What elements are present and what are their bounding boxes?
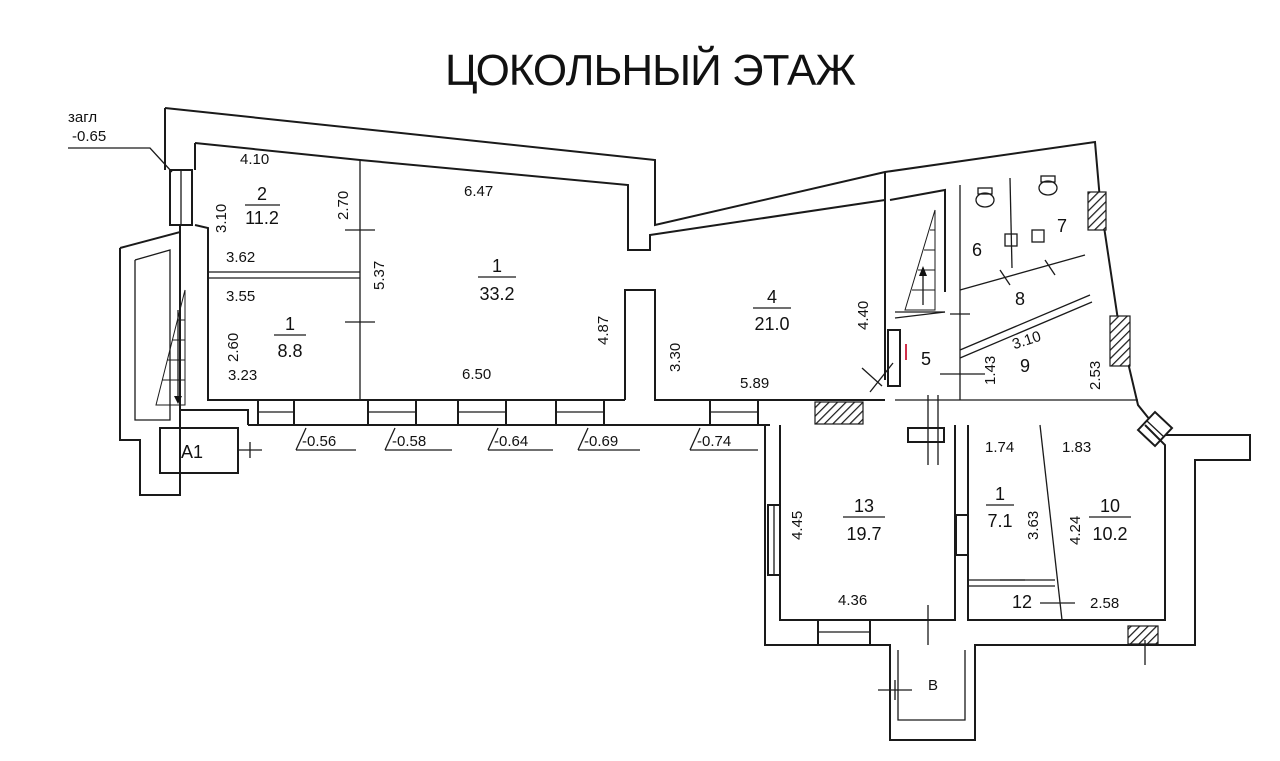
dim: 3.10 <box>1010 328 1043 353</box>
dim: 5.89 <box>740 375 769 392</box>
room-area: 7.1 <box>987 511 1012 531</box>
entrance-note: загл -0.65 <box>68 109 106 145</box>
room-number: 1 <box>995 484 1005 504</box>
room-13: 13 19.7 <box>843 496 885 544</box>
dim: 4.45 <box>789 511 806 540</box>
dim: 3.55 <box>226 288 255 305</box>
room-number: 10 <box>1100 496 1120 516</box>
room-6: 6 <box>972 240 982 260</box>
dim: 6.50 <box>462 366 491 383</box>
room-number: 2 <box>257 184 267 204</box>
room-2: 2 11.2 <box>245 184 280 228</box>
room-area: 10.2 <box>1092 524 1127 544</box>
room-number: 1 <box>492 256 502 276</box>
level-mark: -0.69 <box>584 433 618 450</box>
entrance-level: -0.65 <box>72 128 106 145</box>
walls-right-block <box>764 395 1251 741</box>
dim: 5.37 <box>371 261 388 290</box>
room-10: 10 10.2 <box>1089 496 1131 544</box>
room-4: 4 21.0 <box>753 287 791 334</box>
dim: 1.43 <box>982 356 999 385</box>
plan-title: ЦОКОЛЬНЫЙ ЭТАЖ <box>445 44 856 95</box>
dim: 1.74 <box>985 439 1014 456</box>
room-12: 12 <box>1012 592 1032 612</box>
dim: 6.47 <box>464 183 493 200</box>
room-7: 7 <box>1057 216 1067 236</box>
entrance-label: загл <box>68 109 97 126</box>
windows-left <box>257 399 759 426</box>
dim: 4.87 <box>595 316 612 345</box>
room-1-main: 1 33.2 <box>478 256 516 304</box>
room-area: 33.2 <box>479 284 514 304</box>
level-mark: -0.58 <box>392 433 426 450</box>
level-marks: -0.56 -0.58 -0.64 -0.69 -0.74 <box>295 427 758 451</box>
room-number: 13 <box>854 496 874 516</box>
room-8: 8 <box>1015 289 1025 309</box>
room-number: 1 <box>285 314 295 334</box>
room-area: 11.2 <box>245 208 279 228</box>
room-9: 9 <box>1020 356 1030 376</box>
stair-a1 <box>119 230 262 496</box>
room-area: 8.8 <box>277 341 302 361</box>
dimension-labels: 4.10 3.10 2.70 3.62 6.47 5.37 3.55 2.60 … <box>213 151 1119 612</box>
dim: 4.36 <box>838 592 867 609</box>
dim: 3.30 <box>667 343 684 372</box>
room-v: В <box>928 677 938 694</box>
room-labels: 2 11.2 1 33.2 1 8.8 4 21.0 5 6 7 8 9 13 … <box>181 184 1131 694</box>
room-1-right: 1 7.1 <box>986 484 1014 531</box>
door-marks <box>345 229 1075 604</box>
dim: 4.40 <box>855 301 872 330</box>
level-mark: -0.64 <box>494 433 528 450</box>
dim: 3.63 <box>1025 511 1042 540</box>
level-mark: -0.74 <box>697 433 731 450</box>
room-a1: А1 <box>181 442 203 462</box>
level-mark: -0.56 <box>302 433 336 450</box>
room-number: 4 <box>767 287 777 307</box>
room-5: 5 <box>921 349 931 369</box>
dim: 2.60 <box>225 333 242 362</box>
room-area: 21.0 <box>754 314 789 334</box>
dim: 1.83 <box>1062 439 1091 456</box>
dim: 2.53 <box>1087 361 1104 390</box>
dim: 4.24 <box>1067 516 1084 545</box>
room-1-small: 1 8.8 <box>274 314 306 361</box>
dim: 3.10 <box>213 204 230 233</box>
dim: 3.62 <box>226 249 255 266</box>
dim: 4.10 <box>240 151 269 168</box>
room-area: 19.7 <box>846 524 881 544</box>
dim: 2.58 <box>1090 595 1119 612</box>
walls-wc-block <box>814 175 1174 645</box>
dim: 2.70 <box>335 191 352 220</box>
dim: 3.23 <box>228 367 257 384</box>
